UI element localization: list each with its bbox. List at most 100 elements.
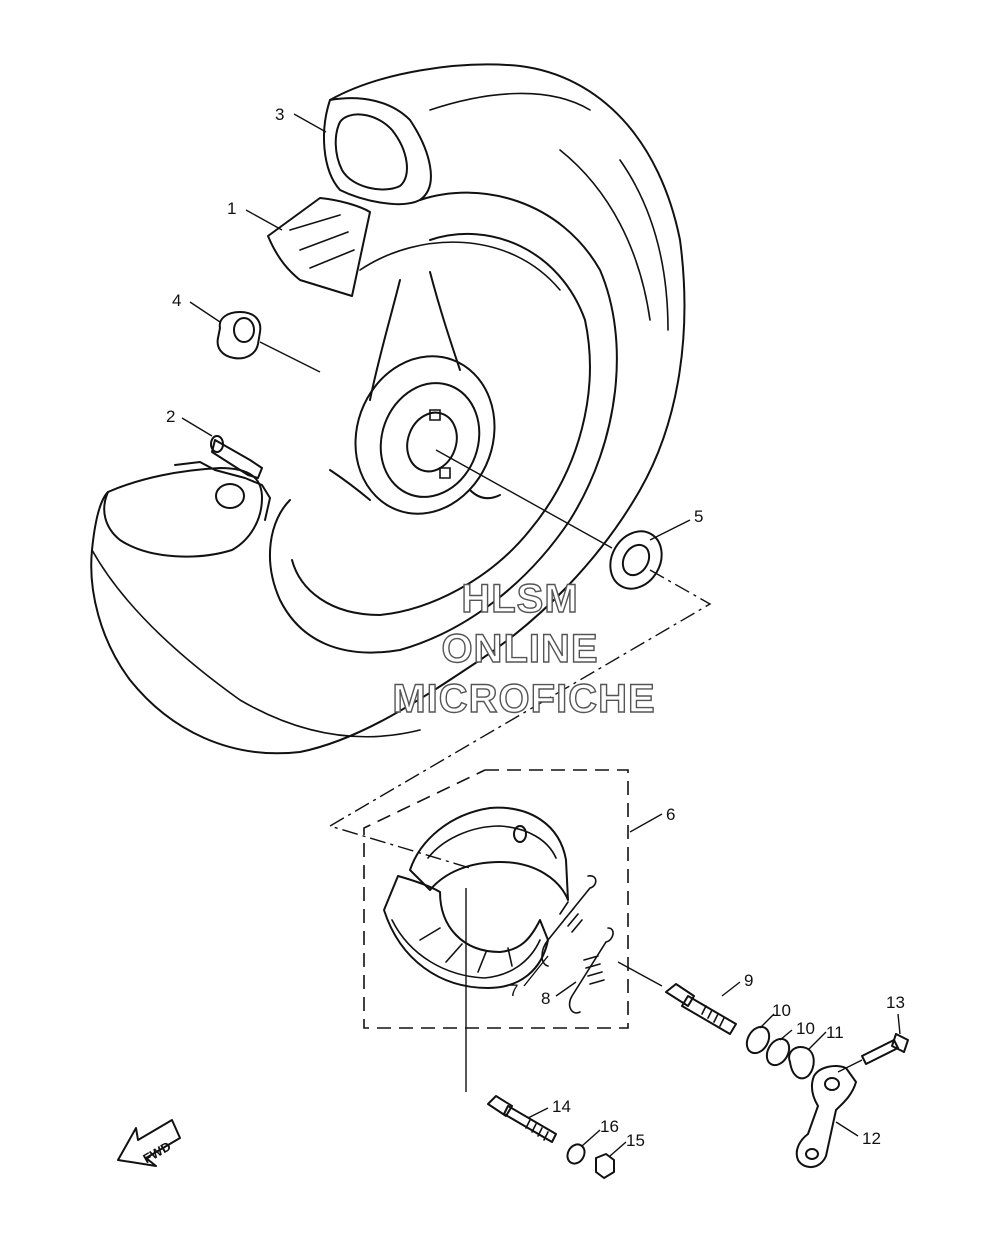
callout-15: 15 [626, 1131, 645, 1150]
callout-8: 8 [541, 989, 550, 1008]
callout-10b: 10 [796, 1019, 815, 1038]
spacer-part-4 [216, 311, 262, 360]
rim-flap-hole [215, 483, 245, 509]
rim-flap [174, 461, 271, 521]
rim-outer [269, 191, 618, 654]
callout-14: 14 [552, 1097, 571, 1116]
valve-cap [210, 435, 224, 453]
callout-3: 3 [275, 105, 284, 124]
watermark-line-2: ONLINE [441, 627, 598, 671]
spoke-4 [329, 469, 371, 501]
valve-part-2 [210, 435, 263, 479]
callout-9: 9 [744, 971, 753, 990]
callout-10a: 10 [772, 1001, 791, 1020]
callout-2: 2 [166, 407, 175, 426]
lever-part-12 [795, 1065, 857, 1168]
indicator-plate-part-11 [788, 1046, 815, 1080]
watermark: HLSM ONLINE MICROFICHE [392, 576, 656, 721]
leader-4 [189, 301, 221, 323]
brake-shoe-lower-lining [391, 919, 541, 979]
callout-5: 5 [694, 507, 703, 526]
callout-12: 12 [862, 1129, 881, 1148]
leader-14 [527, 1107, 549, 1119]
tire-cutout [323, 97, 432, 206]
camshaft-shaft [681, 995, 737, 1035]
spoke-1 [369, 279, 401, 401]
seal-inner [621, 543, 651, 577]
leader-1 [245, 209, 283, 231]
leader-11 [807, 1031, 827, 1051]
leader-15 [609, 1141, 627, 1157]
camshaft-head [665, 983, 695, 1007]
tire-inner-edge [103, 467, 263, 558]
bolt-13-shank [861, 1039, 899, 1065]
callout-6: 6 [666, 805, 675, 824]
leader-3 [293, 113, 327, 133]
lever-hole-top [824, 1077, 840, 1091]
spacer-bore [233, 317, 255, 343]
rim-edge-line [359, 241, 561, 291]
bolt-part-14 [487, 1095, 557, 1143]
bolt-14-head [487, 1095, 513, 1117]
bolt-14-threads [525, 1119, 549, 1141]
bolt-14-shank [503, 1105, 557, 1143]
brake-shoe-lower-ribs [419, 927, 513, 973]
spring-part-8 [568, 927, 614, 1014]
seal-part-5 [609, 530, 663, 590]
line-seal-to-brake [328, 569, 712, 869]
spoke-2 [429, 271, 461, 371]
callout-13: 13 [886, 993, 905, 1012]
nut-part-15 [595, 1153, 615, 1179]
fwd-arrow-shape [117, 1119, 181, 1167]
tire-tread-line-1 [429, 92, 591, 111]
line-spacer-to-hub [259, 341, 321, 373]
camshaft-part-9 [665, 983, 737, 1035]
fwd-label: FWD [140, 1138, 173, 1166]
leader-13 [897, 1013, 901, 1035]
brake-shoe-kit-box [363, 769, 629, 1029]
leader-9 [721, 981, 741, 997]
hub-key-notch [429, 409, 451, 479]
spacer-body [216, 311, 262, 360]
tire-outline [90, 63, 686, 755]
washer-part-10a [745, 1025, 771, 1055]
leader-7 [523, 955, 549, 987]
brake-shoe-upper-hole [513, 825, 527, 843]
oring-part-16 [566, 1143, 586, 1165]
brake-shoe-lower [383, 875, 549, 989]
spring-part-7 [541, 875, 597, 967]
line-bolt13-to-lever [837, 1059, 863, 1073]
callout-4: 4 [172, 291, 181, 310]
leader-5 [649, 519, 691, 541]
leader-10a [759, 1013, 775, 1029]
brake-shoe-upper-lining [427, 825, 557, 859]
watermark-line-3: MICROFICHE [392, 677, 655, 721]
leader-10b [779, 1029, 793, 1041]
hub-inner [406, 411, 458, 473]
washer-part-10b [765, 1037, 791, 1067]
callout-7: 7 [509, 981, 518, 1000]
fwd-direction-arrow: FWD [117, 1119, 181, 1167]
callout-11: 11 [826, 1023, 844, 1042]
valve-body [211, 439, 263, 479]
watermark-line-1: HLSM [461, 577, 578, 621]
camshaft-splines [701, 1005, 725, 1027]
lever-body [795, 1065, 857, 1168]
leader-16 [581, 1129, 601, 1147]
brake-shoe-set [363, 769, 629, 1029]
tire-tread-line-2 [559, 149, 651, 321]
inner-tube-strip [267, 197, 371, 297]
leader-8 [555, 981, 577, 997]
wheel-assembly [90, 63, 686, 755]
brake-shoe-upper [409, 806, 569, 901]
leader-12 [835, 1121, 859, 1137]
lever-hole-bottom [805, 1148, 819, 1160]
bolt-part-13 [861, 1033, 909, 1065]
line-spring-to-camshaft [617, 961, 663, 987]
bolt-13-head [891, 1033, 909, 1053]
inner-tube-ribs [289, 214, 355, 269]
hub-mid [379, 382, 481, 498]
spoke-3 [469, 489, 501, 500]
tire-sidewall-line [91, 549, 421, 738]
